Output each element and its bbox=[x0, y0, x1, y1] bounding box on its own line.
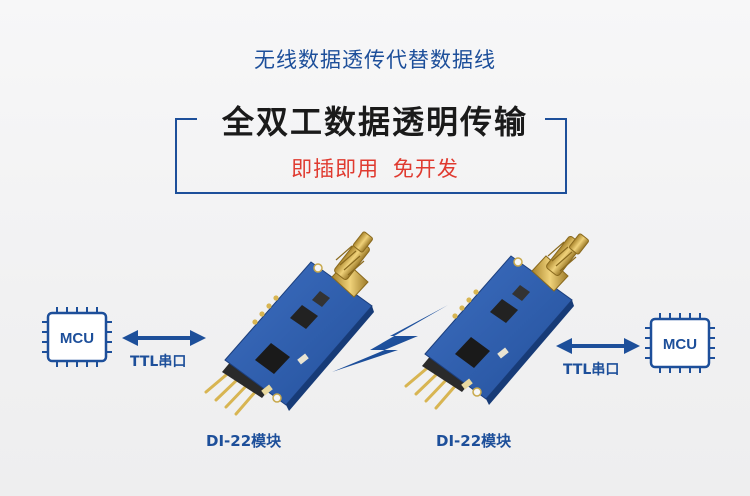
page-title: 全双工数据透明传输 bbox=[221, 103, 528, 141]
double-arrow-icon bbox=[556, 338, 640, 354]
double-arrow-icon bbox=[122, 330, 206, 346]
mcu-chip-icon: MCU bbox=[645, 313, 715, 373]
right-link-label: TTL串口 bbox=[563, 362, 620, 378]
right-module bbox=[404, 233, 589, 410]
title-frame-top-right bbox=[545, 118, 567, 120]
subtitle: 无线数据透传代替数据线 bbox=[254, 48, 496, 72]
tagline: 即插即用 免开发 bbox=[291, 157, 459, 181]
left-link-label: TTL串口 bbox=[130, 354, 187, 370]
title-frame-top-left bbox=[175, 118, 197, 120]
antenna-icon bbox=[331, 231, 373, 298]
mcu-chip-icon: MCU bbox=[42, 307, 112, 367]
antenna-icon bbox=[531, 233, 589, 292]
title-frame bbox=[175, 118, 567, 194]
left-module bbox=[204, 231, 374, 416]
left-mcu-label: MCU bbox=[60, 330, 94, 347]
right-mcu-label: MCU bbox=[663, 336, 697, 353]
left-module-label: DI-22模块 bbox=[206, 432, 282, 450]
wireless-bolt-icon bbox=[332, 305, 448, 372]
right-module-label: DI-22模块 bbox=[436, 432, 512, 450]
